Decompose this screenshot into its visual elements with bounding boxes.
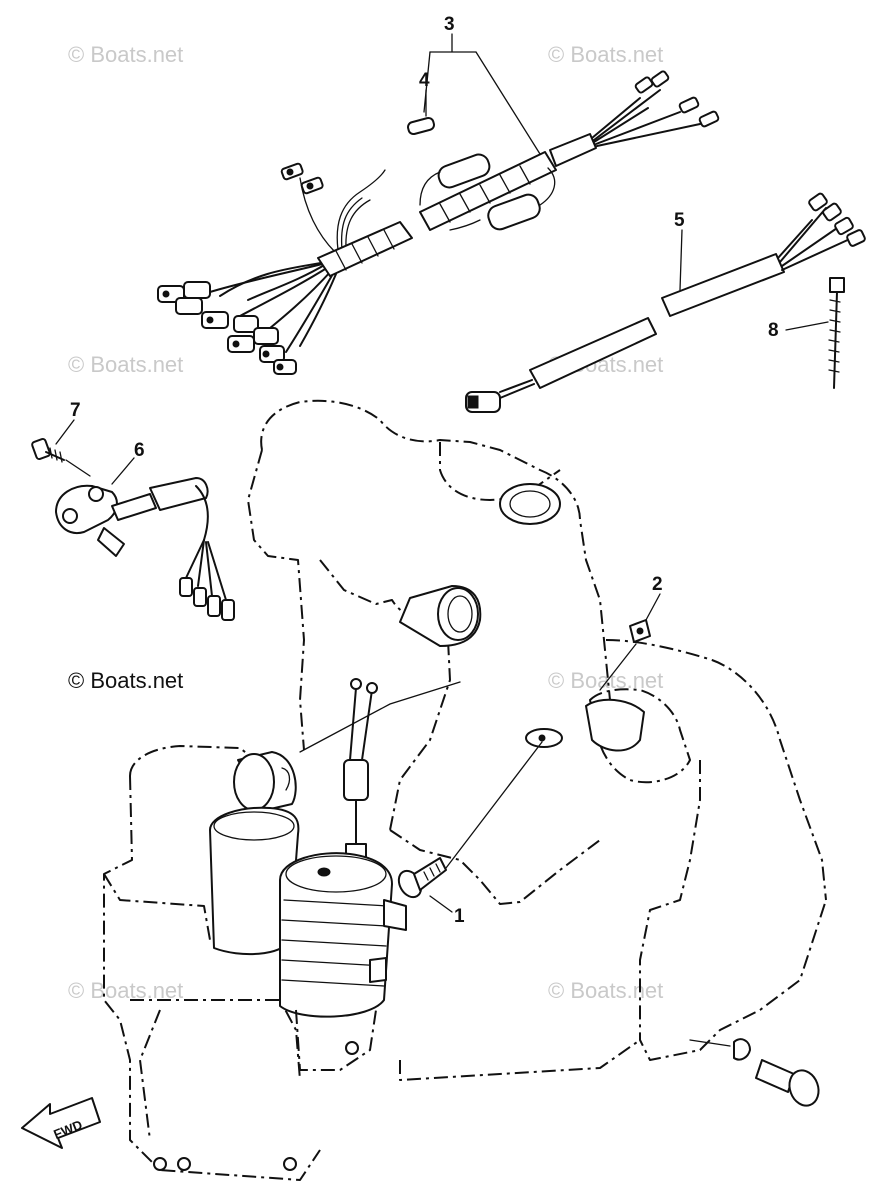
- watermark-text: © Boats.net: [548, 978, 663, 1003]
- part-8-cable-tie[interactable]: [828, 277, 845, 389]
- watermark-text: © Boats.net: [68, 352, 183, 377]
- forward-direction-arrow: FWD: [21, 1097, 101, 1149]
- callout-6: 6: [134, 440, 145, 461]
- bracket-bolt[interactable]: [689, 1038, 823, 1110]
- part-6-trim-sensor[interactable]: [55, 477, 235, 621]
- part-2-washer[interactable]: [629, 619, 651, 643]
- watermark-text: © Boats.net: [548, 42, 663, 67]
- watermark-text: © Boats.net: [68, 42, 183, 67]
- callout-5: 5: [674, 210, 685, 231]
- callout-2: 2: [652, 574, 663, 595]
- callout-4: 4: [419, 70, 430, 91]
- callout-1: 1: [454, 906, 465, 927]
- watermark-text: © Boats.net: [548, 668, 663, 693]
- engine-bracket-outline: [247, 399, 827, 1081]
- callout-8: 8: [768, 320, 779, 341]
- callout-3: 3: [444, 14, 455, 35]
- part-7-bolt[interactable]: [31, 437, 65, 463]
- watermark-text: © Boats.net: [68, 668, 183, 693]
- part-3-wiring-harness[interactable]: [157, 70, 720, 375]
- callout-7: 7: [70, 400, 81, 421]
- watermark-text: © Boats.net: [68, 978, 183, 1003]
- part-4-sleeve[interactable]: [407, 116, 435, 136]
- part-1-bolt[interactable]: [394, 857, 447, 901]
- trim-motor-assembly: [103, 745, 407, 1181]
- part-5-extension-lead[interactable]: [465, 192, 866, 413]
- callout-layer: 3 4 5 8 7 6 2 1: [55, 14, 829, 927]
